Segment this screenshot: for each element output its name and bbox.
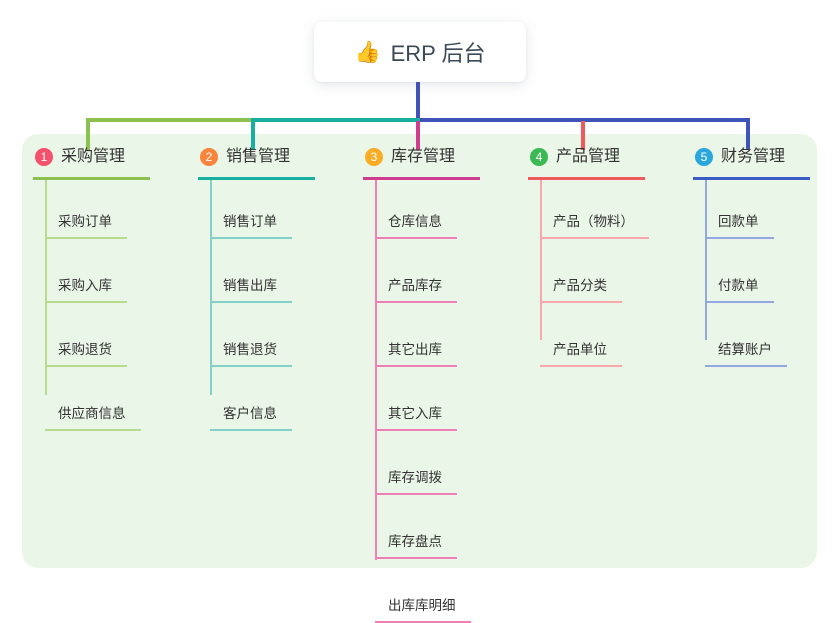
tree-item-label: 库存盘点 (388, 534, 442, 549)
tree-item[interactable]: 库存盘点 (375, 495, 457, 559)
branch-label: 库存管理 (391, 148, 456, 165)
branch-number-badge: 4 (530, 148, 548, 166)
tree-item[interactable]: 库存调拨 (375, 431, 457, 495)
tree-item[interactable]: 其它入库 (375, 367, 457, 431)
tree-item[interactable]: 销售出库 (210, 239, 292, 303)
tree-item[interactable]: 销售退货 (210, 303, 292, 367)
branch-label: 财务管理 (721, 148, 786, 165)
tree-item-label: 客户信息 (223, 406, 277, 421)
branch-number-badge: 3 (365, 148, 383, 166)
branch-connector-line (705, 180, 707, 340)
tree-item-label: 销售退货 (223, 342, 277, 357)
tree-item-label: 其它入库 (388, 406, 442, 421)
tree-item-label: 供应商信息 (58, 406, 126, 421)
tree-item-label: 销售出库 (223, 278, 277, 293)
branch-product: 4 产品管理 产品（物料） 产品分类 产品单位 (528, 146, 649, 367)
tree-item[interactable]: 其它出库 (375, 303, 457, 367)
bus-segment-teal (251, 118, 420, 122)
tree-item[interactable]: 供应商信息 (45, 367, 141, 431)
tree-item[interactable]: 销售订单 (210, 180, 292, 239)
branch-inventory: 3 库存管理 仓库信息 产品库存 其它出库 其它入库 库存调拨 库存盘点 出库库… (363, 146, 480, 623)
tree-item-label: 采购订单 (58, 214, 112, 229)
branch-connector-line (540, 180, 542, 340)
branch-label: 销售管理 (226, 148, 291, 165)
tree-item-label: 其它出库 (388, 342, 442, 357)
branch5-drop-line (746, 118, 750, 150)
tree-item[interactable]: 回款单 (705, 180, 774, 239)
branch-label: 产品管理 (556, 148, 621, 165)
tree-item-label: 仓库信息 (388, 214, 442, 229)
tree-item-label: 产品分类 (553, 278, 607, 293)
tree-item[interactable]: 出库库明细 (375, 559, 471, 623)
branch-purchase: 1 采购管理 采购订单 采购入库 采购退货 供应商信息 (33, 146, 150, 431)
branch2-drop-line (251, 118, 255, 150)
branch-connector-line (375, 180, 377, 560)
tree-item[interactable]: 采购订单 (45, 180, 127, 239)
tree-item-label: 采购入库 (58, 278, 112, 293)
branch-connector-line (45, 180, 47, 395)
tree-item-label: 出库库明细 (388, 598, 456, 613)
tree-item[interactable]: 结算账户 (705, 303, 787, 367)
branch-connector-line (210, 180, 212, 395)
tree-item[interactable]: 客户信息 (210, 367, 292, 431)
tree-item[interactable]: 产品单位 (540, 303, 622, 367)
mindmap-canvas-panel (22, 134, 817, 568)
thumbs-up-icon: 👍 (354, 40, 381, 64)
branch-sales: 2 销售管理 销售订单 销售出库 销售退货 客户信息 (198, 146, 315, 431)
branch-inventory-header[interactable]: 3 库存管理 (363, 146, 480, 180)
tree-item-label: 结算账户 (718, 342, 772, 357)
tree-item[interactable]: 产品（物料） (540, 180, 649, 239)
branch4-drop-line (581, 121, 585, 150)
branch-finance: 5 财务管理 回款单 付款单 结算账户 (693, 146, 810, 367)
tree-item-label: 销售订单 (223, 214, 277, 229)
branch-number-badge: 5 (695, 148, 713, 166)
tree-item-label: 付款单 (718, 278, 759, 293)
tree-item-label: 回款单 (718, 214, 759, 229)
tree-item-label: 库存调拨 (388, 470, 442, 485)
branch-number-badge: 1 (35, 148, 53, 166)
branch-sales-header[interactable]: 2 销售管理 (198, 146, 315, 180)
tree-item-label: 产品单位 (553, 342, 607, 357)
bus-segment-green (86, 118, 255, 122)
branch1-drop-line (86, 118, 90, 150)
branch-finance-header[interactable]: 5 财务管理 (693, 146, 810, 180)
tree-item-label: 产品库存 (388, 278, 442, 293)
branch-number-badge: 2 (200, 148, 218, 166)
tree-item[interactable]: 付款单 (705, 239, 774, 303)
root-node-label: ERP 后台 (390, 41, 486, 66)
tree-item[interactable]: 采购入库 (45, 239, 127, 303)
tree-item[interactable]: 产品库存 (375, 239, 457, 303)
tree-item[interactable]: 仓库信息 (375, 180, 457, 239)
tree-item-label: 采购退货 (58, 342, 112, 357)
tree-item[interactable]: 采购退货 (45, 303, 127, 367)
tree-item-label: 产品（物料） (553, 214, 634, 229)
erp-root-node[interactable]: 👍 ERP 后台 (314, 22, 526, 82)
bus-segment-blue (420, 118, 750, 122)
root-connector-line (416, 82, 420, 122)
branch-purchase-header[interactable]: 1 采购管理 (33, 146, 150, 180)
tree-item[interactable]: 产品分类 (540, 239, 622, 303)
branch3-drop-line (416, 121, 420, 150)
branch-label: 采购管理 (61, 148, 126, 165)
branch-product-header[interactable]: 4 产品管理 (528, 146, 645, 180)
